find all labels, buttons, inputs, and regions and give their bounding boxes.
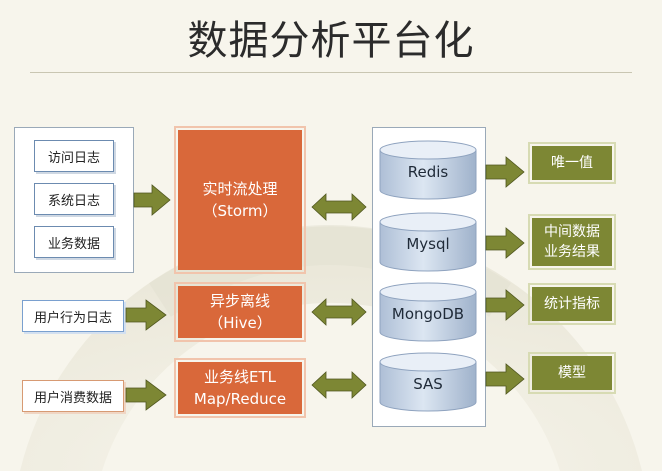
output-model-label: 模型	[558, 365, 586, 381]
cylinder-mysql	[379, 212, 477, 272]
process-realtime-line2: （Storm）	[202, 202, 278, 220]
process-etl-mapreduce: 业务线ETL Map/Reduce	[174, 358, 306, 418]
arrow-sources-to-realtime	[133, 184, 171, 216]
storage-label-sas: SAS	[413, 375, 443, 393]
output-unique-value-label: 唯一值	[551, 155, 593, 171]
source-business-data: 业务数据	[34, 226, 114, 258]
process-offline-line1: 异步离线	[209, 292, 270, 310]
output-intermediate-line2: 业务结果	[544, 244, 600, 260]
output-intermediate-line1: 中间数据	[544, 224, 600, 240]
source-user-behavior-log: 用户行为日志	[22, 300, 124, 332]
process-offline-line2: （Hive）	[208, 314, 272, 332]
process-etl-line1: 业务线ETL	[204, 368, 276, 386]
storage-label-redis: Redis	[407, 163, 449, 181]
arrow-sas-to-output	[485, 363, 525, 395]
source-user-consumption-data: 用户消费数据	[22, 380, 124, 412]
storage-label-mongodb: MongoDB	[391, 305, 465, 323]
source-access-log: 访问日志	[34, 140, 114, 172]
arrow-redis-to-output	[485, 156, 525, 188]
cylinder-mongodb	[379, 282, 477, 342]
cylinder-sas	[379, 352, 477, 412]
arrow-mysql-to-output	[485, 227, 525, 259]
process-realtime-line1: 实时流处理	[202, 180, 278, 198]
process-realtime-storm: 实时流处理 （Storm）	[174, 126, 306, 274]
process-offline-hive: 异步离线 （Hive）	[174, 282, 306, 342]
arrow-consumption-to-etl	[125, 379, 167, 411]
output-statistics: 统计指标	[528, 283, 616, 325]
output-intermediate-results: 中间数据 业务结果	[528, 214, 616, 270]
arrow-behavior-to-offline	[125, 299, 167, 331]
output-statistics-label: 统计指标	[544, 296, 600, 312]
source-system-log: 系统日志	[34, 183, 114, 215]
page-title: 数据分析平台化	[187, 18, 475, 64]
cylinder-redis	[379, 140, 477, 200]
double-arrow-offline-storage	[311, 298, 367, 326]
double-arrow-etl-storage	[311, 371, 367, 399]
arrow-mongodb-to-output	[485, 289, 525, 321]
storage-label-mysql: Mysql	[406, 235, 450, 253]
title-divider	[30, 72, 632, 73]
output-model: 模型	[528, 352, 616, 394]
output-unique-value: 唯一值	[528, 142, 616, 184]
process-etl-line2: Map/Reduce	[193, 390, 287, 408]
double-arrow-realtime-storage	[311, 193, 367, 221]
